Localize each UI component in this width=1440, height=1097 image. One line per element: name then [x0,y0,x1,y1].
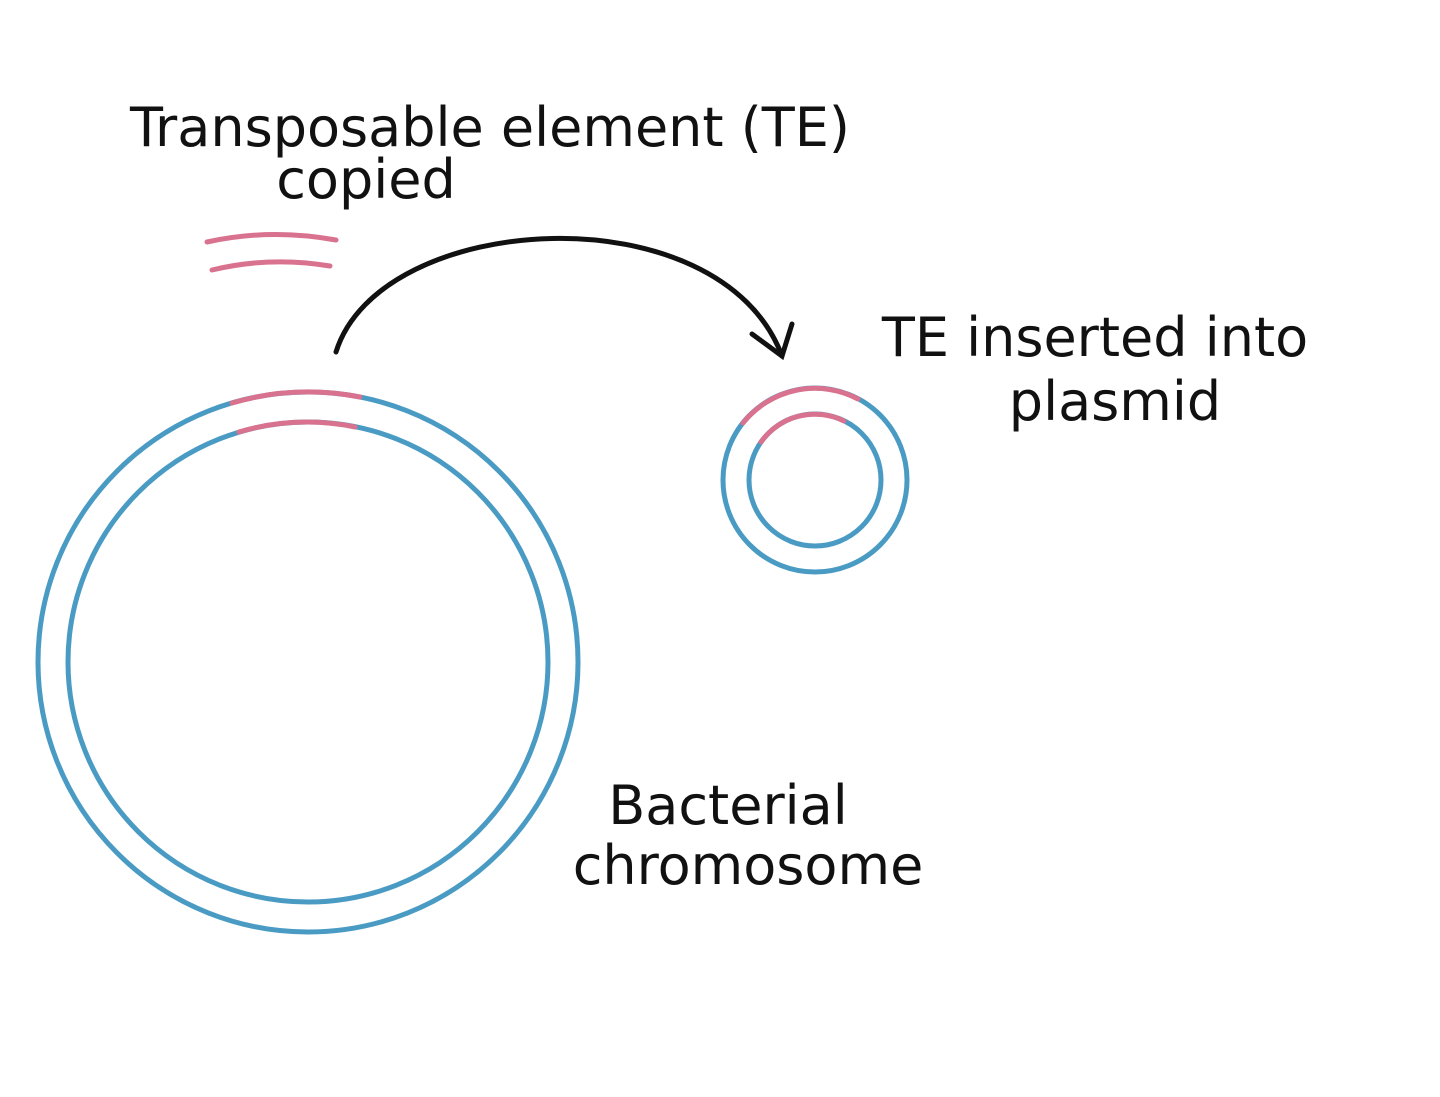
label-chromosome-line2: chromosome [573,834,924,897]
label-te-inserted-line2: plasmid [1009,370,1221,433]
chromosome-inner-strand [65,419,551,905]
copied-te-segment [204,232,339,273]
copied-te-strand-top [204,232,339,245]
plasmid-te-region-inner [758,411,847,445]
label-te-copied-line2: copied [276,148,456,211]
transfer-arrow-head [749,321,795,361]
chromosome-te-region-outer [229,389,363,406]
plasmid-te-region-outer [740,385,861,426]
transfer-arrow-curve [333,236,785,359]
copied-te-strand-bottom [209,259,333,273]
label-te-copied-line1: Transposable element (TE) [129,96,850,159]
bacterial-chromosome [35,389,581,935]
label-te-inserted-line1: TE inserted into [881,306,1308,369]
transfer-arrow [333,236,795,361]
plasmid [720,385,910,575]
label-chromosome-line1: Bacterial [608,774,848,837]
chromosome-outer-strand [35,389,581,935]
chromosome-te-region-inner [236,419,358,435]
